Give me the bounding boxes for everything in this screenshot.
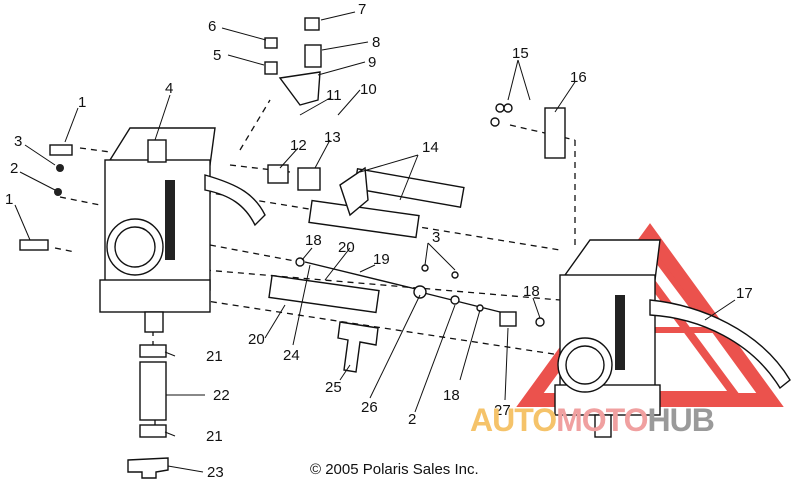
watermark-part-moto: MOTO (556, 402, 648, 438)
callout-7: 7 (358, 1, 366, 18)
callout-20a: 20 (338, 239, 355, 256)
callout-16: 16 (570, 69, 587, 86)
callout-6: 6 (208, 18, 216, 35)
callout-4: 4 (165, 80, 173, 97)
callout-20b: 20 (248, 331, 265, 348)
callout-23: 23 (207, 464, 224, 481)
callout-18c: 18 (443, 387, 460, 404)
callout-1b: 1 (5, 191, 13, 208)
callout-27: 27 (494, 402, 511, 419)
callout-21b: 21 (206, 428, 223, 445)
callout-2b: 2 (408, 411, 416, 428)
callout-18a: 18 (305, 232, 322, 249)
callout-11: 11 (326, 87, 342, 104)
callout-24: 24 (283, 347, 300, 364)
callout-13: 13 (324, 129, 341, 146)
callout-26: 26 (361, 399, 378, 416)
callout-22: 22 (213, 387, 230, 404)
callout-21a: 21 (206, 348, 223, 365)
callout-12: 12 (290, 137, 307, 154)
watermark-wordmark: AUTOMOTOHUB (470, 402, 715, 439)
callout-1a: 1 (78, 94, 86, 111)
copyright-notice: © 2005 Polaris Sales Inc. (310, 461, 479, 478)
callout-9: 9 (368, 54, 376, 71)
callout-25: 25 (325, 379, 342, 396)
callout-14: 14 (422, 139, 439, 156)
callout-10: 10 (360, 81, 377, 98)
callout-5: 5 (213, 47, 221, 64)
watermark-part-auto: AUTO (470, 402, 557, 438)
callout-3a: 3 (14, 133, 22, 150)
callout-17: 17 (736, 285, 753, 302)
callout-3b: 3 (432, 229, 440, 246)
callout-15: 15 (512, 45, 529, 62)
tubes (268, 167, 501, 373)
callout-8: 8 (372, 34, 380, 51)
callout-18b: 18 (523, 283, 540, 300)
callout-19: 19 (373, 251, 390, 268)
callout-2a: 2 (10, 160, 18, 177)
watermark-part-hub: HUB (647, 402, 714, 438)
callout-labels: 1 1 2 2 3 3 4 5 6 7 8 9 10 11 12 13 14 1… (5, 1, 753, 481)
leader-lines (14, 11, 736, 473)
carburetor-left (99, 127, 266, 333)
carburetor-right (554, 239, 791, 438)
small-parts (19, 17, 566, 479)
